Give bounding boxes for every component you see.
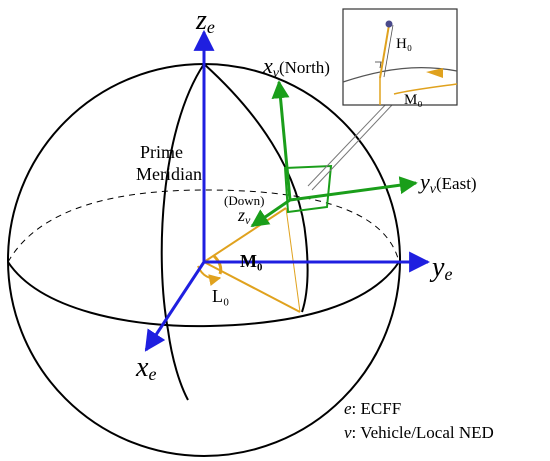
prime-meridian-label-line1: Prime	[140, 142, 183, 162]
ze-axis-label: ze	[195, 5, 215, 37]
xe-axis	[144, 261, 206, 352]
local-tangent-plane	[283, 164, 333, 214]
equator-front	[7, 261, 400, 328]
zv-axis	[250, 198, 291, 228]
inset-leader-lines	[307, 101, 393, 191]
l0-label: L₀	[212, 286, 229, 306]
zv-axis-label: zv	[237, 205, 251, 227]
xe-axis-label: xe	[135, 352, 156, 384]
altitude-inset-content	[342, 20, 458, 105]
m0-label: M₀	[240, 251, 262, 271]
inset-vehicle-marker	[385, 20, 393, 28]
vehicle-meridian-line	[203, 63, 309, 313]
down-label: (Down)	[224, 193, 264, 208]
prime-meridian-line	[160, 63, 205, 401]
yv-axis-label: yv(East)	[418, 169, 477, 197]
ye-axis-label: ye	[429, 252, 452, 284]
inset-m0-label: M₀	[404, 92, 423, 108]
inset-h0-label: H₀	[396, 36, 412, 52]
altitude-inset-box	[342, 8, 458, 106]
legend-vehicle: v: Vehicle/Local NED	[344, 423, 494, 442]
xv-axis-label: xv(North)	[262, 53, 330, 81]
equator-back	[7, 189, 400, 263]
xv-axis	[271, 80, 292, 201]
yv-axis	[289, 176, 418, 202]
prime-meridian-label-line2: Meridian	[136, 164, 202, 184]
legend-ecef: e: ECFF	[344, 399, 401, 418]
